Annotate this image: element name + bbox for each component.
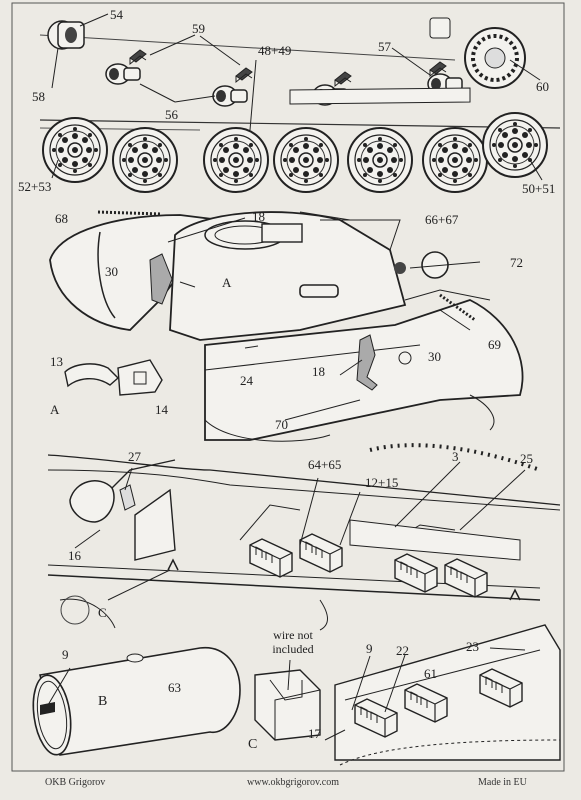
part-label-68: 68 (55, 211, 68, 226)
part-label-54: 54 (110, 7, 123, 22)
footer-brand: OKB Grigorov (45, 777, 106, 788)
part-label-66-67: 66+67 (425, 212, 459, 227)
part-label-59: 59 (192, 21, 205, 36)
part-label-24: 24 (240, 373, 253, 388)
part-label-30a: 30 (105, 264, 118, 279)
wire-note-line2: included (272, 642, 314, 656)
part-label-22: 22 (396, 643, 409, 658)
part-label-52-53: 52+53 (18, 179, 52, 194)
part-label-69: 69 (488, 337, 501, 352)
part-label-58: 58 (32, 89, 45, 104)
part-label-3: 3 (452, 449, 459, 464)
part-label-18b: 18 (312, 364, 325, 379)
footer-website: www.okbgrigorov.com (247, 777, 340, 788)
part-label-64-65: 64+65 (308, 457, 342, 472)
part-label-56: 56 (165, 107, 178, 122)
part-label-61: 61 (424, 666, 437, 681)
part-label-a2: A (50, 402, 60, 417)
part-label-23: 23 (466, 639, 479, 654)
part-label-30b: 30 (428, 349, 441, 364)
wire-note: wire not included (258, 628, 328, 656)
part-label-50-51: 50+51 (522, 181, 556, 196)
part-label-a1: A (222, 275, 232, 290)
part-label-9a: 9 (62, 647, 69, 662)
part-label-16: 16 (68, 548, 81, 563)
footer-origin: Made in EU (478, 777, 527, 788)
part-label-57: 57 (378, 39, 391, 54)
fuel-tank-drawing (32, 647, 241, 756)
part-label-17: 17 (308, 726, 321, 741)
part-label-63: 63 (168, 680, 181, 695)
rear-fender-drawing (324, 624, 561, 766)
bracket-c-drawing (254, 659, 321, 741)
part-label-12-15: 12+15 (365, 475, 399, 490)
running-gear-drawing (39, 13, 561, 193)
part-label-18a: 18 (252, 209, 265, 224)
part-label-c1: C (98, 605, 107, 620)
part-label-14: 14 (155, 402, 168, 417)
wire-note-line1: wire not (273, 628, 313, 642)
part-label-25: 25 (520, 451, 533, 466)
part-label-9b: 9 (366, 641, 373, 656)
part-label-48-49: 48+49 (258, 43, 292, 58)
part-label-b: B (98, 694, 108, 709)
part-label-13: 13 (50, 354, 63, 369)
part-label-c2: C (248, 737, 258, 752)
part-label-70: 70 (275, 417, 288, 432)
part-label-72: 72 (510, 255, 523, 270)
fender-drawing (47, 443, 561, 631)
turret-hull-drawing (49, 210, 524, 442)
part-label-27: 27 (128, 449, 141, 464)
part-label-60: 60 (536, 79, 549, 94)
